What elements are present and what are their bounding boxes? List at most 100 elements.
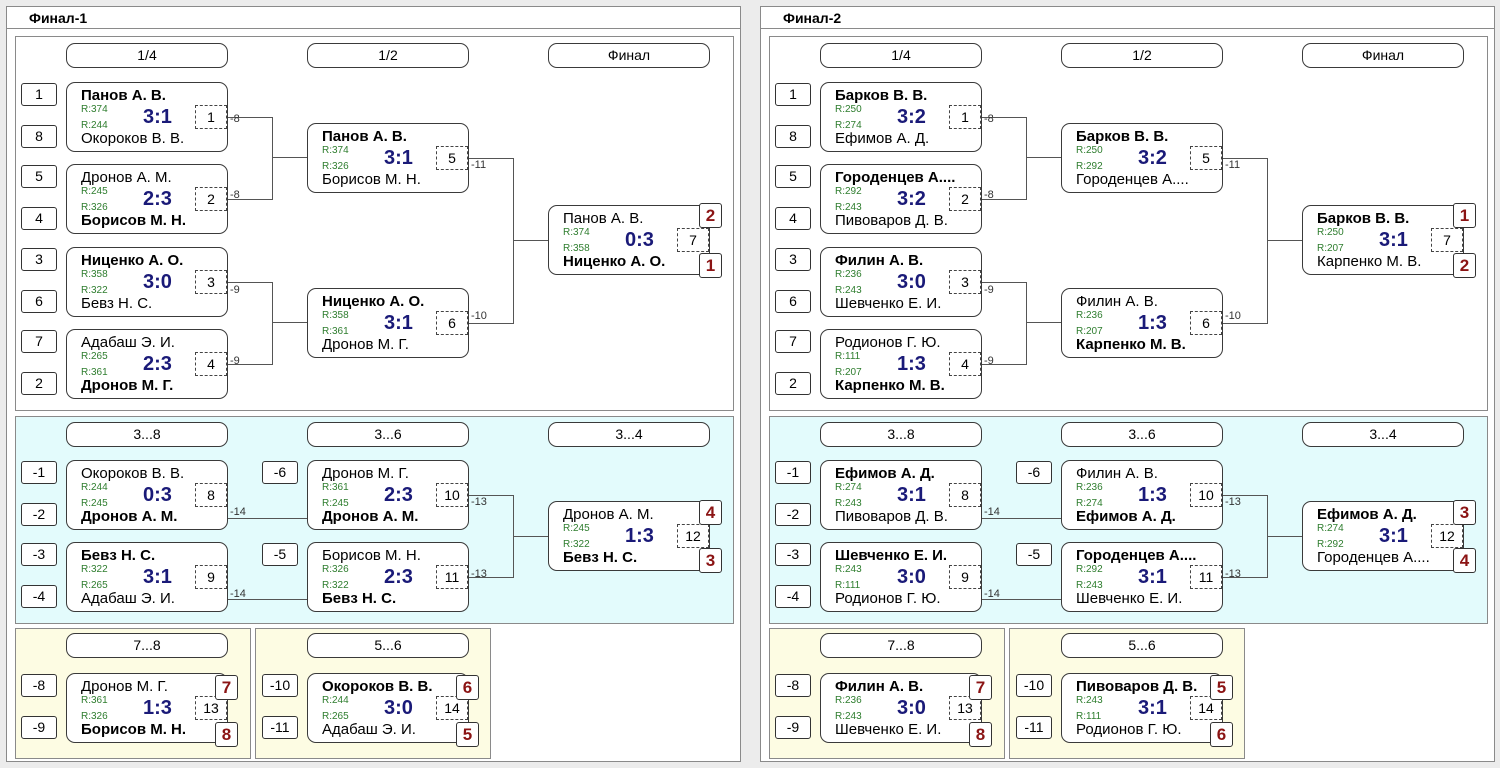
player-2-name[interactable]: Родионов Г. Ю.	[835, 590, 941, 607]
player-2-name[interactable]: Городенцев А....	[1076, 171, 1189, 188]
player-1-name[interactable]: Ефимов А. Д.	[1317, 506, 1417, 523]
round-header: 5...6	[1061, 633, 1223, 658]
player-2-name[interactable]: Борисов М. Н.	[81, 721, 187, 738]
player-2-name[interactable]: Городенцев А....	[1317, 549, 1430, 566]
player-1-name[interactable]: Панов А. В.	[322, 128, 407, 145]
player-2-rating: R:322	[81, 285, 108, 296]
player-1-name[interactable]: Дронов М. Г.	[322, 465, 409, 482]
player-1-name[interactable]: Панов А. В.	[81, 87, 166, 104]
connector-line	[228, 518, 307, 519]
player-1-name[interactable]: Ефимов А. Д.	[835, 465, 935, 482]
player-1-rating: R:274	[835, 482, 862, 493]
player-1-name[interactable]: Шевченко Е. И.	[835, 547, 948, 564]
player-2-name[interactable]: Карпенко М. В.	[1317, 253, 1422, 270]
player-2-name[interactable]: Бевз Н. С.	[81, 295, 153, 312]
player-1-name[interactable]: Бевз Н. С.	[81, 547, 156, 564]
round-header: Финал	[548, 43, 710, 68]
player-1-name[interactable]: Дронов М. Г.	[81, 678, 168, 695]
place-badge: 1	[699, 253, 722, 278]
player-2-name[interactable]: Дронов М. Г.	[322, 336, 409, 353]
player-1-name[interactable]: Борисов М. Н.	[322, 547, 421, 564]
player-1-name[interactable]: Пивоваров Д. В.	[1076, 678, 1198, 695]
seed-slot: 4	[21, 207, 57, 230]
player-2-name[interactable]: Ефимов А. Д.	[835, 130, 930, 147]
player-2-name[interactable]: Карпенко М. В.	[1076, 336, 1186, 353]
player-2-name[interactable]: Пивоваров Д. В.	[835, 212, 948, 229]
player-1-name[interactable]: Родионов Г. Ю.	[835, 334, 941, 351]
player-2-name[interactable]: Пивоваров Д. В.	[835, 508, 948, 525]
player-1-rating: R:374	[81, 104, 108, 115]
player-2-name[interactable]: Борисов М. Н.	[322, 171, 421, 188]
player-2-name[interactable]: Бевз Н. С.	[322, 590, 397, 607]
player-1-name[interactable]: Окороков В. В.	[322, 678, 433, 695]
player-2-name[interactable]: Карпенко М. В.	[835, 377, 945, 394]
player-1-name[interactable]: Дронов А. М.	[563, 506, 654, 523]
player-2-rating: R:245	[81, 498, 108, 509]
player-2-name[interactable]: Дронов М. Г.	[81, 377, 174, 394]
loser-reference: -10	[471, 310, 487, 322]
player-2-name[interactable]: Ефимов А. Д.	[1076, 508, 1176, 525]
player-1-name[interactable]: Барков В. В.	[1076, 128, 1169, 145]
player-1-name[interactable]: Филин А. В.	[1076, 293, 1158, 310]
player-2-name[interactable]: Дронов А. М.	[322, 508, 419, 525]
player-2-name[interactable]: Ниценко А. О.	[563, 253, 666, 270]
player-1-rating: R:244	[81, 482, 108, 493]
player-1-name[interactable]: Панов А. В.	[563, 210, 644, 227]
player-1-rating: R:244	[322, 695, 349, 706]
player-1-name[interactable]: Городенцев А....	[835, 169, 956, 186]
player-2-name[interactable]: Адабаш Э. И.	[322, 721, 416, 738]
match-number: 2	[949, 187, 981, 211]
player-2-name[interactable]: Окороков В. В.	[81, 130, 185, 147]
player-1-name[interactable]: Барков В. В.	[835, 87, 928, 104]
player-1-name[interactable]: Окороков В. В.	[81, 465, 185, 482]
player-2-name[interactable]: Бевз Н. С.	[563, 549, 638, 566]
player-1-name[interactable]: Барков В. В.	[1317, 210, 1410, 227]
player-2-name[interactable]: Шевченко Е. И.	[835, 295, 942, 312]
player-1-name[interactable]: Ниценко А. О.	[322, 293, 425, 310]
player-2-name[interactable]: Дронов А. М.	[81, 508, 178, 525]
player-2-name[interactable]: Родионов Г. Ю.	[1076, 721, 1182, 738]
player-1-name[interactable]: Филин А. В.	[1076, 465, 1158, 482]
player-2-name[interactable]: Адабаш Э. И.	[81, 590, 175, 607]
player-1-name[interactable]: Дронов А. М.	[81, 169, 172, 186]
player-1-name[interactable]: Филин А. В.	[835, 252, 924, 269]
player-1-name[interactable]: Филин А. В.	[835, 678, 924, 695]
player-1-name[interactable]: Ниценко А. О.	[81, 252, 184, 269]
place-badge: 5	[456, 722, 479, 747]
player-2-name[interactable]: Шевченко Е. И.	[835, 721, 942, 738]
player-2-name[interactable]: Борисов М. Н.	[81, 212, 187, 229]
player-2-name[interactable]: Шевченко Е. И.	[1076, 590, 1183, 607]
player-1-rating: R:250	[1317, 227, 1344, 238]
match-score: 3:1	[143, 566, 172, 588]
player-1-name[interactable]: Городенцев А....	[1076, 547, 1197, 564]
player-1-name[interactable]: Адабаш Э. И.	[81, 334, 175, 351]
